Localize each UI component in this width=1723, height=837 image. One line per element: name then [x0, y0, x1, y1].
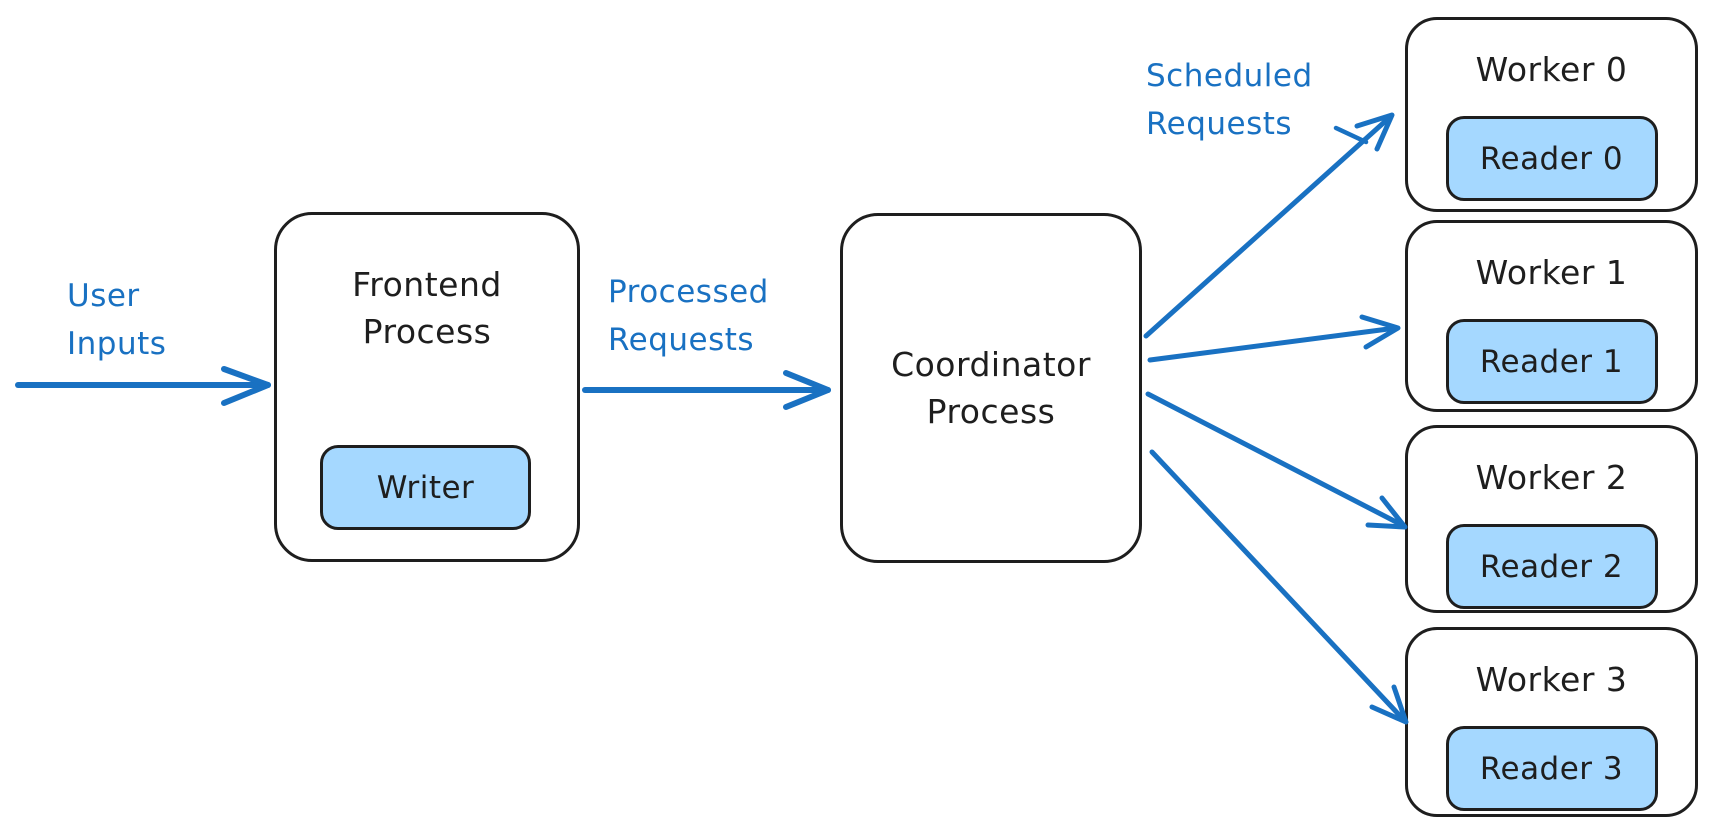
processed-requests-label: Processed Requests — [608, 274, 769, 358]
scheduled-requests-label: Scheduled Requests — [1146, 58, 1313, 142]
coordinator-process-title: Coordinator Process — [891, 345, 1091, 431]
scheduled-arrow-worker-1 — [1147, 314, 1401, 363]
worker-3-box: Worker 3 Reader 3 — [1405, 627, 1698, 817]
processed-requests-arrow — [582, 370, 831, 410]
reader-2-label: Reader 2 — [1479, 548, 1624, 585]
writer-box: Writer — [320, 445, 531, 530]
reader-3-box: Reader 3 — [1445, 726, 1658, 811]
scheduled-arrow-worker-3 — [1149, 449, 1409, 725]
worker-2-title: Worker 2 — [1475, 458, 1628, 497]
scheduled-arrow-worker-2 — [1145, 391, 1408, 530]
frontend-process-title: Frontend Process — [352, 265, 502, 351]
worker-0-box: Worker 0 Reader 0 — [1405, 17, 1698, 212]
user-inputs-label: User Inputs — [67, 278, 167, 362]
reader-3-label: Reader 3 — [1479, 750, 1624, 787]
reader-0-box: Reader 0 — [1445, 116, 1658, 201]
user-inputs-arrow — [15, 366, 271, 406]
worker-0-title: Worker 0 — [1475, 50, 1628, 89]
worker-1-box: Worker 1 Reader 1 — [1405, 220, 1698, 412]
worker-2-box: Worker 2 Reader 2 — [1405, 425, 1698, 613]
reader-2-box: Reader 2 — [1445, 524, 1658, 609]
reader-1-label: Reader 1 — [1479, 343, 1624, 380]
scheduled-label-connector — [1333, 125, 1369, 145]
worker-1-title: Worker 1 — [1475, 253, 1628, 292]
coordinator-process-box: Coordinator Process — [840, 213, 1142, 563]
worker-3-title: Worker 3 — [1475, 660, 1628, 699]
reader-1-box: Reader 1 — [1445, 319, 1658, 404]
scheduled-arrow-worker-0 — [1143, 112, 1395, 339]
reader-0-label: Reader 0 — [1479, 140, 1624, 177]
writer-label: Writer — [376, 469, 475, 506]
